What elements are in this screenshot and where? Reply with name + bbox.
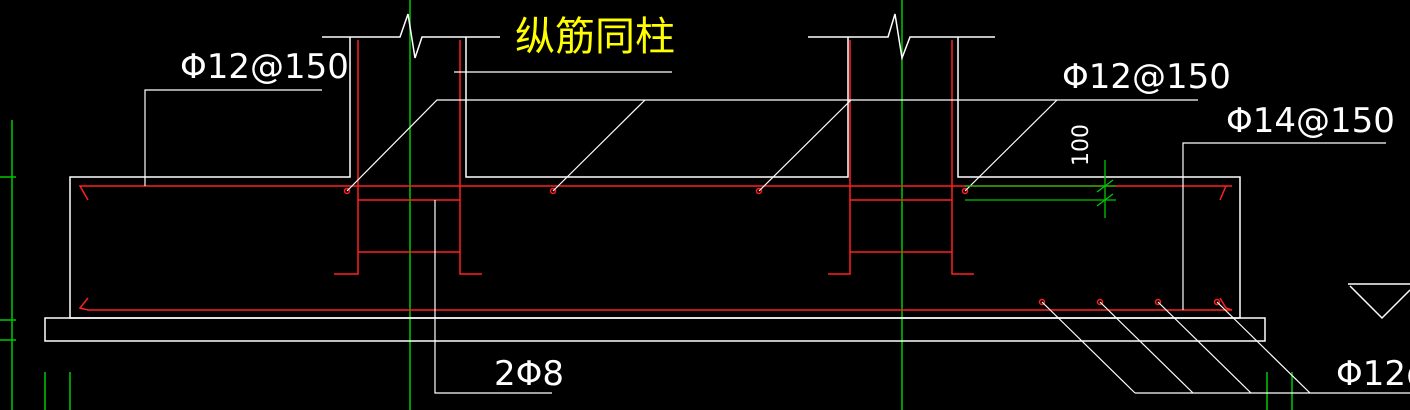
leader-top-distribution-2	[552, 99, 646, 192]
leader-bottom-4	[1216, 301, 1311, 394]
column-2-bar-right	[951, 40, 974, 275]
column-1-bar-left	[334, 40, 359, 275]
top-rebar-dot	[755, 187, 763, 195]
label-stirrup: 2Φ8	[494, 354, 564, 394]
bottom-rebar-dot	[1096, 298, 1104, 306]
label-bottom-right-bar: Φ12@	[1336, 354, 1410, 394]
ground-level-triangle	[1349, 285, 1410, 320]
dimension-tick-top	[1096, 179, 1114, 193]
rebar-group	[78, 40, 1233, 311]
cover-dimension	[965, 160, 1116, 218]
dimension-tick-bottom	[1096, 193, 1114, 207]
top-rebar-dot	[961, 187, 969, 195]
column-break-line-2	[808, 13, 995, 61]
bottom-rebar-dot	[1213, 298, 1221, 306]
structure-outline	[44, 13, 1410, 342]
leader-lines	[144, 71, 1410, 394]
bottom-rebar-dot	[1154, 298, 1162, 306]
leader-right	[1182, 142, 1386, 310]
label-top-right-bar: Φ12@150	[1062, 57, 1231, 97]
label-right-bar: Φ14@150	[1226, 101, 1395, 141]
leader-top-left	[144, 89, 322, 186]
leader-bottom-2	[1099, 301, 1194, 394]
column-1-bar-right	[459, 40, 482, 275]
column-break-line-1	[322, 13, 500, 59]
top-longitudinal-bar	[78, 185, 1232, 201]
label-column-note: 纵筋同柱	[515, 14, 675, 60]
bedding-layer	[44, 317, 1266, 342]
leader-top-distribution-4	[964, 99, 1058, 192]
leader-top-distribution-3	[758, 99, 852, 192]
leader-stirrup	[434, 200, 552, 394]
leader-bottom-3	[1157, 301, 1252, 394]
column-right-inner-outline	[465, 37, 849, 178]
column-2-bar-left	[828, 40, 851, 275]
leader-top-distribution	[346, 99, 1198, 192]
top-rebar-dot	[343, 187, 351, 195]
top-rebar-dot	[549, 187, 557, 195]
bottom-longitudinal-bar	[78, 297, 1233, 311]
bottom-rebar-dot	[1038, 298, 1046, 306]
label-top-left-bar: Φ12@150	[180, 47, 349, 87]
leader-bottom-1	[1041, 301, 1136, 394]
label-cover-dimension: 100	[1069, 124, 1094, 166]
